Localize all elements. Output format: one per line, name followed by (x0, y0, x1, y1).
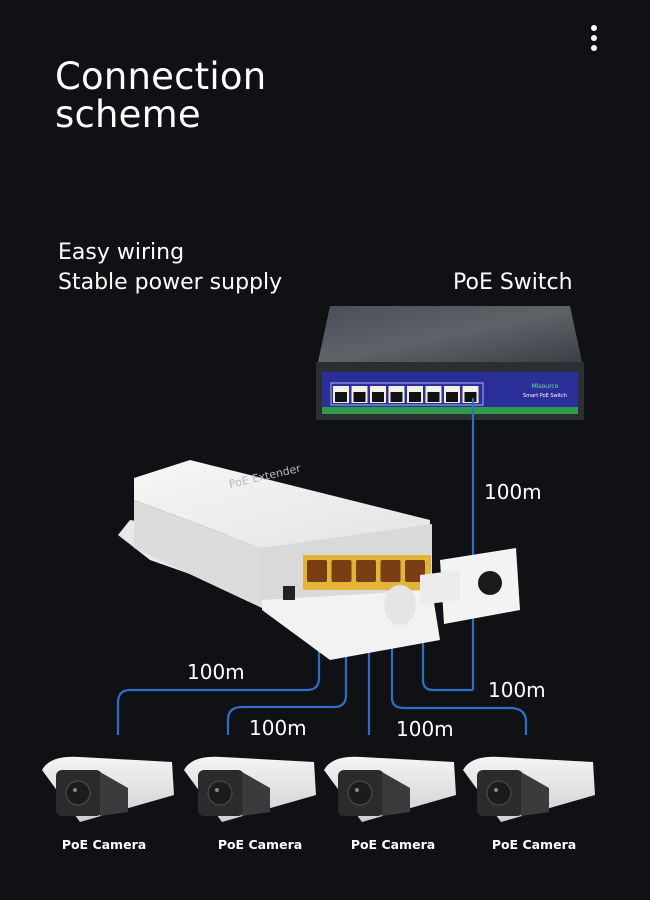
switch-port-socket (390, 392, 403, 402)
uplink-loop (421, 575, 473, 692)
switch-brand: Mlsourco (532, 383, 559, 390)
poe-extender: PoE Extender (118, 460, 520, 660)
poe-switch-label: PoE Switch (453, 270, 573, 295)
switch-port-socket (427, 392, 440, 402)
camera-label: PoE Camera (491, 837, 577, 852)
feature-easy-wiring: Easy wiring (58, 240, 185, 265)
camera-lens (65, 780, 91, 806)
camera-label: PoE Camera (61, 837, 147, 852)
extender-port (331, 560, 352, 582)
switch-port-socket (335, 392, 347, 402)
cable-camera-2 (226, 590, 348, 735)
cable-camera-1 (116, 590, 321, 735)
camera-3-distance-label: 100m (396, 717, 454, 741)
camera-2-distance-label: 100m (249, 716, 307, 740)
camera-label: PoE Camera (217, 837, 303, 852)
switch-port-socket (353, 392, 366, 402)
switch-port-socket (446, 392, 458, 402)
extender-port (380, 560, 401, 582)
title-line-2: scheme (55, 93, 201, 136)
poe-camera (463, 756, 595, 822)
poe-camera (184, 756, 316, 822)
camera-label: PoE Camera (350, 837, 436, 852)
camera-lens (486, 780, 512, 806)
camera-4-distance-label: 100m (488, 678, 546, 702)
switch-port-socket (464, 392, 477, 402)
switch-model: Smart PoE Switch (523, 393, 567, 399)
uplink-distance-label: 100m (484, 480, 542, 504)
more-vertical-icon[interactable] (585, 25, 603, 59)
page-title: Connection scheme (55, 58, 266, 134)
extender-port (307, 560, 327, 582)
switch-ports (333, 386, 479, 403)
poe-camera (42, 756, 174, 822)
feature-stable-power: Stable power supply (58, 270, 283, 295)
extender-ports (307, 560, 425, 582)
poe-camera (324, 756, 456, 822)
switch-port-socket (372, 392, 384, 402)
camera-lens (347, 780, 373, 806)
feature-list: Easy wiring Stable power supply (58, 238, 282, 298)
camera-lens (207, 780, 233, 806)
cables (116, 398, 528, 735)
switch-green-stripe (322, 407, 578, 414)
cable-camera-4 (390, 590, 528, 735)
title-line-1: Connection (55, 55, 267, 98)
camera-1-distance-label: 100m (187, 660, 245, 684)
switch-port-socket (409, 392, 421, 402)
extender-port (356, 560, 376, 582)
cameras (42, 756, 595, 822)
poe-switch: Mlsourco Smart PoE Switch (316, 306, 584, 420)
